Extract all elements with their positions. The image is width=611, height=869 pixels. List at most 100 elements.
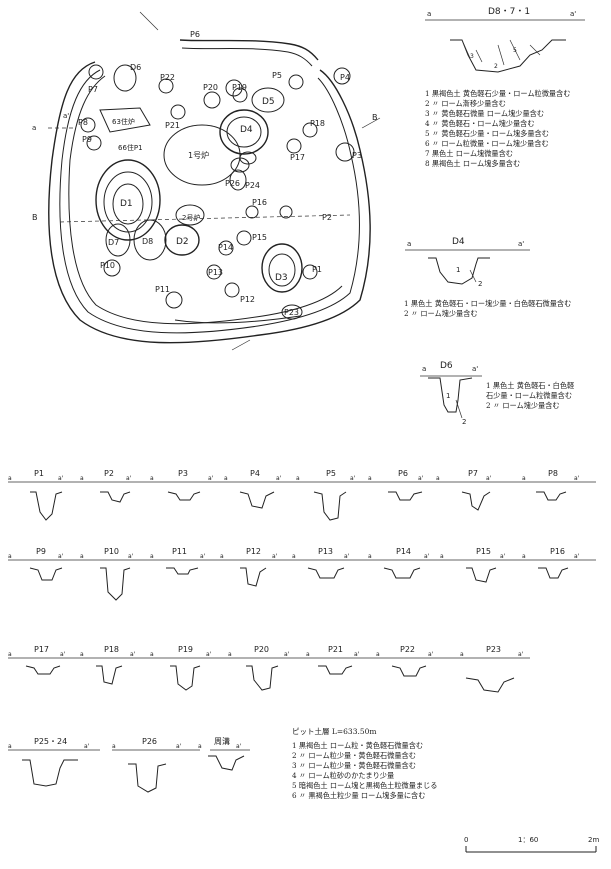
d871-legend-5: 5 〃 黄色軽石少量・ローム塊多量含む — [425, 129, 549, 138]
outer-ditch-outer — [48, 61, 371, 344]
svg-text:3: 3 — [470, 53, 474, 60]
d871-legend-2: 2 〃 ローム漸移少量含む — [425, 99, 506, 108]
label-B2: B — [372, 113, 378, 122]
pit-legend: ピット土層 L=633.50m 1 黒褐色土 ローム粒・黄色軽石微量含む 2 〃… — [292, 726, 438, 800]
svg-text:a': a' — [200, 553, 206, 560]
pit-p3-section: a P3 a' — [150, 469, 214, 501]
pit-p4-title: P4 — [250, 469, 260, 478]
pit-d6-outline — [113, 64, 137, 92]
section-d4: a D4 a' 1 2 — [405, 237, 530, 288]
pit-p23-title: P23 — [486, 645, 501, 654]
label-p2: P2 — [322, 213, 332, 222]
scale-bar: 0 1：60 2m — [464, 836, 599, 853]
d871-legend-1: 1 黒褐色土 黄色軽石少量・ローム粒微量含む — [425, 89, 571, 98]
label-p20: P20 — [203, 83, 218, 92]
outer-ditch-inner2 — [68, 75, 343, 325]
d6-legend-2: 石少量・ローム粒微量含む — [486, 391, 572, 400]
pit-legend-6: 6 〃 黒褐色土粒少量 ローム塊多量に含む — [292, 791, 425, 800]
svg-text:a: a — [150, 475, 154, 482]
svg-text:a: a — [368, 553, 372, 560]
pit-p15-title: P15 — [476, 547, 491, 556]
label-p23: P23 — [284, 308, 299, 317]
svg-text:a: a — [224, 475, 228, 482]
pit-p9-title: P9 — [36, 547, 46, 556]
label-d8: D8 — [142, 237, 153, 246]
svg-text:a: a — [292, 553, 296, 560]
svg-text:a: a — [80, 553, 84, 560]
scale-ratio: 1：60 — [518, 836, 538, 844]
svg-text:a': a' — [236, 743, 242, 750]
top-ditch-inner — [181, 47, 313, 67]
svg-text:a: a — [8, 743, 12, 750]
pit-legend-2: 2 〃 ローム粒少量・黄色軽石微量含む — [292, 751, 416, 760]
pit-d7-outline — [105, 223, 131, 257]
pit-legend-5: 5 暗褐色土 ローム塊と黒褐色土粒微量まじる — [292, 781, 438, 790]
svg-text:a: a — [198, 743, 202, 750]
pit-p23-section: a P23 a' — [460, 645, 524, 693]
svg-text:5: 5 — [513, 47, 517, 54]
svg-text:a': a' — [428, 651, 434, 658]
label-d2: D2 — [176, 237, 189, 247]
pit-d5-outline — [251, 87, 285, 113]
pit-p3-title: P3 — [178, 469, 188, 478]
label-p10: P10 — [100, 261, 115, 270]
label-p15: P15 — [252, 233, 267, 242]
d6-legend-3: 2 〃 ローム塊少量含む — [486, 401, 560, 410]
label-p3: P3 — [352, 151, 362, 160]
label-p18: P18 — [310, 119, 325, 128]
section-d6: a D6 a' 1 2 — [420, 361, 482, 426]
hearth2-outline — [175, 204, 205, 226]
svg-text:a: a — [436, 475, 440, 482]
svg-text:a: a — [460, 651, 464, 658]
d4-legend-1: 1 黒色土 黄色軽石・ロー塊少量・白色軽石微量含む — [404, 299, 571, 308]
pit-p14-title: P14 — [396, 547, 411, 556]
svg-text:a': a' — [518, 651, 524, 658]
pit-d3-outline — [261, 243, 303, 293]
label-p17: P17 — [290, 153, 305, 162]
label-p12: P12 — [240, 295, 255, 304]
svg-text:a': a' — [486, 475, 492, 482]
pit-p18-title: P18 — [104, 645, 119, 654]
pit-p17-title: P17 — [34, 645, 49, 654]
svg-text:a: a — [296, 475, 300, 482]
label-p22: P22 — [160, 73, 175, 82]
svg-text:2: 2 — [478, 280, 482, 288]
legend-d4: 1 黒色土 黄色軽石・ロー塊少量・白色軽石微量含む 2 〃 ローム塊少量含む — [404, 299, 571, 318]
svg-text:a: a — [8, 475, 12, 482]
section-d871: a D8・7・1 a' 3 5 2 — [425, 7, 585, 73]
svg-text:a: a — [150, 651, 154, 658]
pit-p20-title: P20 — [254, 645, 269, 654]
pit-p2-title: P2 — [104, 469, 114, 478]
d871-legend-8: 8 黒褐色土 ローム塊多量含む — [425, 159, 520, 168]
svg-text:a: a — [368, 475, 372, 482]
label-d7: D7 — [108, 238, 119, 247]
label-p13: P13 — [208, 268, 223, 277]
legend-d871: 1 黒褐色土 黄色軽石少量・ローム粒微量含む 2 〃 ローム漸移少量含む 3 〃… — [425, 89, 571, 168]
d6-aprime: a' — [472, 365, 478, 373]
svg-text:a': a' — [176, 743, 182, 750]
label-p9: P9 — [82, 135, 92, 144]
label-p6: P6 — [190, 30, 200, 39]
svg-text:a': a' — [58, 553, 64, 560]
svg-text:2: 2 — [462, 418, 466, 426]
svg-text:a: a — [220, 553, 224, 560]
label-d3: D3 — [275, 273, 288, 283]
scale-end: 2m — [588, 836, 599, 844]
small-pits — [80, 64, 355, 320]
label-d4: D4 — [240, 125, 253, 135]
plan-labels: P6 D6 P7 P22 P20 P19 P5 P4 D5 63住炉 P21 D… — [32, 30, 378, 317]
scale-zero: 0 — [464, 836, 468, 844]
label-d6: D6 — [130, 63, 141, 72]
